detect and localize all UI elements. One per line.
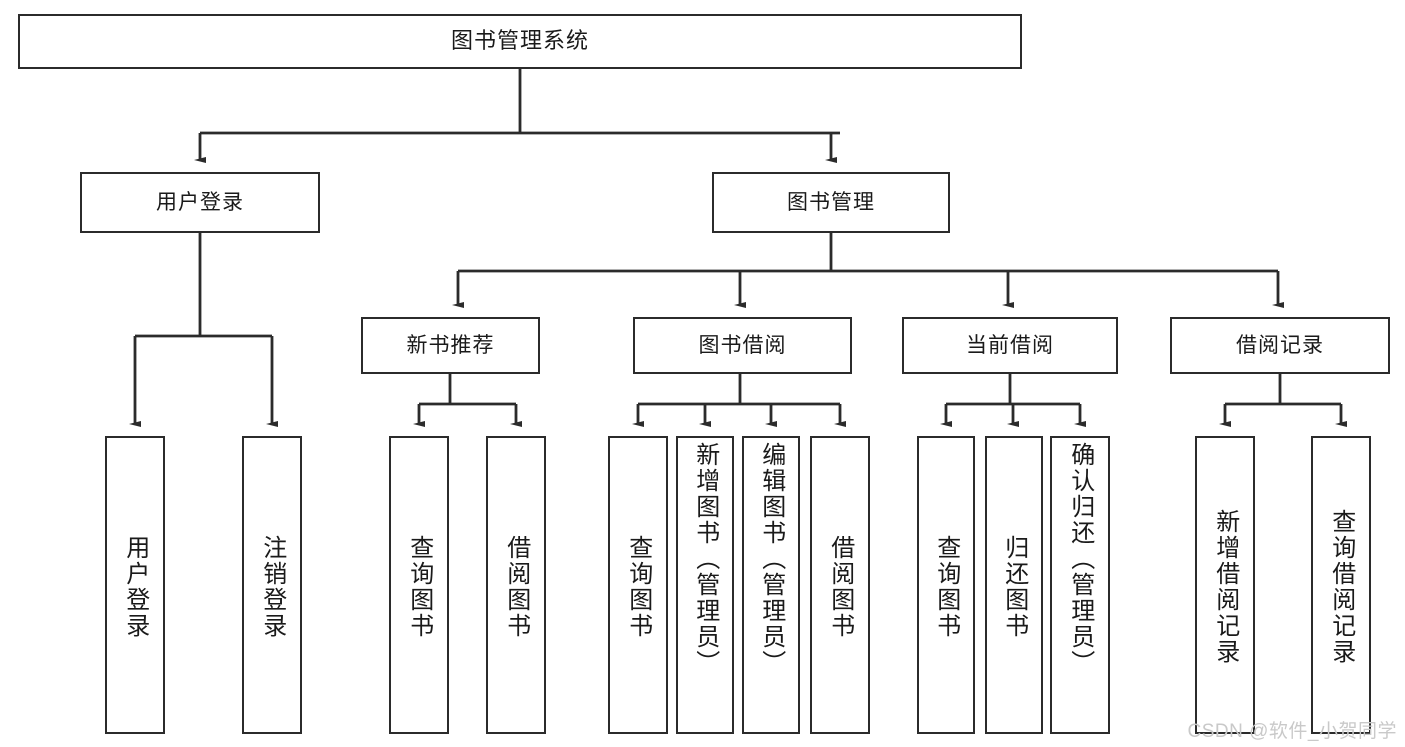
leaf-current-borrow-3[interactable]: 确认归还（管理员） <box>1050 436 1110 734</box>
node-current-borrow[interactable]: 当前借阅 <box>902 317 1118 374</box>
leaf-current-borrow-1-label: 查询图书 <box>932 535 960 639</box>
node-user-login[interactable]: 用户登录 <box>80 172 320 233</box>
node-book-manage-label: 图书管理 <box>787 190 875 214</box>
node-user-login-label: 用户登录 <box>156 190 244 214</box>
leaf-new-book-1-label: 查询图书 <box>405 535 433 639</box>
leaf-user-login-2[interactable]: 注销登录 <box>242 436 302 734</box>
leaf-current-borrow-2-label: 归还图书 <box>1000 535 1028 639</box>
leaf-new-book-2[interactable]: 借阅图书 <box>486 436 546 734</box>
leaf-borrow-record-2[interactable]: 查询借阅记录 <box>1311 436 1371 734</box>
node-book-borrow-label: 图书借阅 <box>698 333 787 357</box>
node-borrow-record[interactable]: 借阅记录 <box>1170 317 1390 374</box>
node-book-manage[interactable]: 图书管理 <box>712 172 950 233</box>
leaf-new-book-2-label: 借阅图书 <box>502 535 530 639</box>
node-current-borrow-label: 当前借阅 <box>966 333 1054 357</box>
leaf-book-borrow-4[interactable]: 借阅图书 <box>810 436 870 734</box>
leaf-user-login-2-label: 注销登录 <box>258 535 286 639</box>
leaf-book-borrow-1[interactable]: 查询图书 <box>608 436 668 734</box>
leaf-current-borrow-1[interactable]: 查询图书 <box>917 436 975 734</box>
leaf-book-borrow-3-label: 编辑图书（管理员） <box>757 442 785 676</box>
leaf-book-borrow-3[interactable]: 编辑图书（管理员） <box>742 436 800 734</box>
leaf-user-login-1[interactable]: 用户登录 <box>105 436 165 734</box>
node-root-label: 图书管理系统 <box>450 28 589 54</box>
node-book-borrow[interactable]: 图书借阅 <box>633 317 852 374</box>
leaf-book-borrow-1-label: 查询图书 <box>624 535 652 639</box>
leaf-book-borrow-4-label: 借阅图书 <box>826 535 854 639</box>
node-borrow-record-label: 借阅记录 <box>1236 333 1324 357</box>
leaf-current-borrow-3-label: 确认归还（管理员） <box>1066 442 1094 676</box>
leaf-book-borrow-2-label: 新增图书（管理员） <box>691 442 719 676</box>
leaf-user-login-1-label: 用户登录 <box>121 535 149 639</box>
node-new-book-recommend[interactable]: 新书推荐 <box>361 317 540 374</box>
leaf-current-borrow-2[interactable]: 归还图书 <box>985 436 1043 734</box>
node-root[interactable]: 图书管理系统 <box>18 14 1022 69</box>
leaf-new-book-1[interactable]: 查询图书 <box>389 436 449 734</box>
node-new-book-recommend-label: 新书推荐 <box>406 333 495 357</box>
leaf-borrow-record-1-label: 新增借阅记录 <box>1211 509 1239 665</box>
csdn-watermark: CSDN @软件_小贺同学 <box>1187 721 1397 742</box>
leaf-borrow-record-1[interactable]: 新增借阅记录 <box>1195 436 1255 734</box>
leaf-book-borrow-2[interactable]: 新增图书（管理员） <box>676 436 734 734</box>
leaf-borrow-record-2-label: 查询借阅记录 <box>1327 509 1355 665</box>
